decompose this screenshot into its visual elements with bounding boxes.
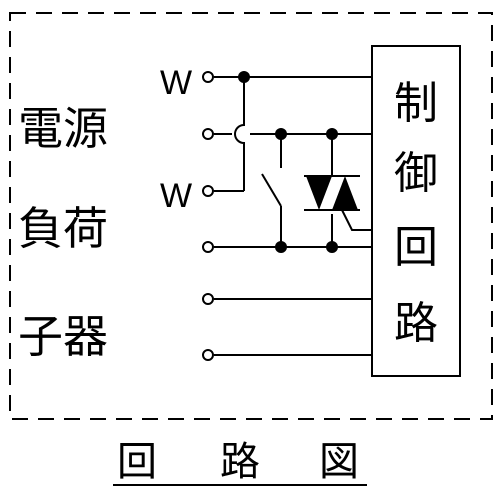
caption-char-2: 路 (220, 439, 260, 485)
label-line-terminal: 子器 (18, 310, 108, 363)
terminal-circle (202, 128, 214, 140)
terminals (202, 71, 214, 361)
control-box-char-4: 路 (394, 298, 438, 349)
control-box-char-1: 制 (394, 78, 438, 129)
label-line-load: 負荷 (18, 202, 108, 255)
switch-blade (261, 173, 282, 207)
junction-dot (326, 128, 338, 140)
triac-triangle-left (306, 176, 332, 210)
control-box-char-2: 御 (394, 148, 438, 199)
terminal-circle (202, 293, 214, 305)
junction-dots (238, 71, 338, 253)
control-circuit-box (371, 45, 461, 377)
terminal-label-w-mid: W (160, 177, 192, 215)
terminal-circle (202, 71, 214, 83)
caption-char-3: 図 (319, 439, 359, 485)
junction-dot (275, 128, 287, 140)
junction-dot (275, 241, 287, 253)
triac-triangle-right (332, 176, 358, 210)
triac-gate (341, 209, 372, 231)
wiring (214, 76, 372, 356)
terminal-circle (202, 241, 214, 253)
wire-w-link (234, 77, 245, 191)
control-box-char-3: 回 (394, 222, 438, 273)
junction-dot (326, 241, 338, 253)
junction-dot (238, 71, 250, 83)
terminal-circle (202, 349, 214, 361)
label-line-power: 電源 (18, 102, 108, 155)
caption-char-1: 回 (117, 439, 157, 485)
terminal-circle (202, 185, 214, 197)
dashed-frame (9, 12, 493, 420)
terminal-label-w-top: W (160, 64, 192, 102)
